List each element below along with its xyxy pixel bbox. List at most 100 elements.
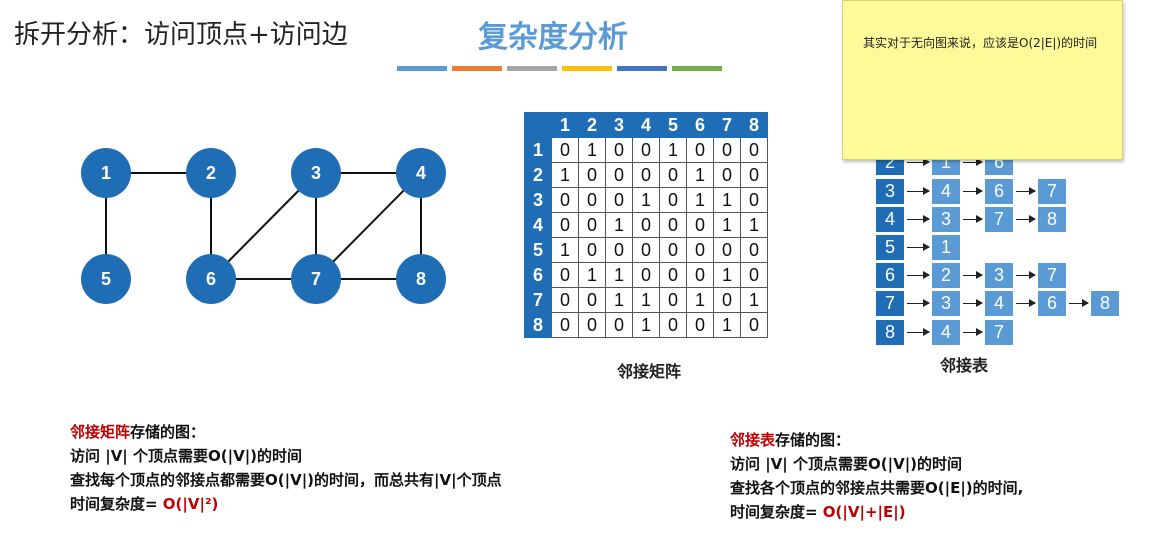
matrix-col-header: 3	[605, 112, 633, 138]
matrix-cell: 0	[686, 237, 714, 263]
adjacency-list-arrow	[907, 271, 930, 279]
matrix-cell: 0	[605, 312, 633, 338]
adjacency-list-arrow	[907, 158, 930, 166]
graph-node-label-8: 8	[416, 269, 426, 289]
list-note-title-red: 邻接表	[730, 431, 776, 449]
matrix-cell: 0	[632, 237, 660, 263]
adjacency-list-head: 3	[876, 179, 904, 204]
matrix-complexity-note: 邻接矩阵存储的图： 访问 |V| 个顶点需要O(|V|)的时间 查找每个顶点的邻…	[70, 420, 502, 516]
graph-node-3	[291, 148, 341, 198]
matrix-cell: 0	[605, 137, 633, 163]
adjacency-list-node: 3	[932, 291, 960, 316]
adjacency-list-node: 4	[932, 320, 960, 345]
graph-node-label-2: 2	[206, 163, 216, 183]
matrix-cell: 0	[713, 162, 741, 188]
matrix-cell: 1	[605, 212, 633, 238]
matrix-col-header: 4	[632, 112, 660, 138]
matrix-cell: 0	[551, 287, 579, 313]
matrix-corner	[524, 112, 552, 138]
matrix-cell: 0	[686, 312, 714, 338]
matrix-cell: 0	[740, 137, 768, 163]
matrix-cell: 0	[578, 212, 606, 238]
matrix-cell: 0	[713, 137, 741, 163]
matrix-cell: 1	[740, 212, 768, 238]
adjacency-list-node: 6	[985, 179, 1013, 204]
matrix-cell: 0	[686, 212, 714, 238]
adjacency-list-head: 4	[876, 207, 904, 232]
accent-bar-3	[507, 66, 557, 71]
matrix-cell: 1	[686, 162, 714, 188]
matrix-col-header: 1	[551, 112, 579, 138]
graph-node-5	[81, 254, 131, 304]
adjacency-list-node: 7	[985, 320, 1013, 345]
matrix-col-header: 7	[713, 112, 741, 138]
graph-node-label-3: 3	[311, 163, 321, 183]
matrix-cell: 0	[659, 237, 687, 263]
graph-node-label-5: 5	[101, 269, 111, 289]
matrix-note-complexity-label: 时间复杂度=	[70, 495, 163, 513]
adjacency-list-node: 7	[985, 207, 1013, 232]
adjacency-list-arrow	[907, 187, 930, 195]
matrix-cell: 0	[659, 262, 687, 288]
graph-node-8	[396, 254, 446, 304]
accent-bar-1	[397, 66, 447, 71]
slide-title: 复杂度分析	[478, 20, 628, 55]
matrix-cell: 1	[632, 287, 660, 313]
matrix-cell: 1	[713, 212, 741, 238]
adjacency-list-arrow	[1016, 271, 1036, 279]
matrix-note-complexity-value: O(|V|²)	[162, 495, 219, 513]
graph-node-label-4: 4	[416, 163, 426, 183]
matrix-cell: 0	[740, 162, 768, 188]
matrix-cell: 0	[551, 212, 579, 238]
matrix-note-line3: 时间复杂度= O(|V|²)	[70, 492, 502, 516]
matrix-cell: 1	[686, 287, 714, 313]
matrix-cell: 0	[659, 312, 687, 338]
matrix-cell: 0	[659, 162, 687, 188]
matrix-cell: 1	[686, 187, 714, 213]
adjacency-list-arrow	[1016, 299, 1036, 307]
matrix-cell: 0	[551, 137, 579, 163]
sticky-note[interactable]: 其实对于无向图来说，应该是O(2|E|)的时间	[842, 0, 1123, 160]
matrix-cell: 0	[632, 162, 660, 188]
matrix-row-header: 1	[524, 137, 552, 163]
matrix-row-header: 2	[524, 162, 552, 188]
matrix-cell: 0	[740, 237, 768, 263]
matrix-caption: 邻接矩阵	[617, 362, 682, 381]
graph-node-1	[81, 148, 131, 198]
matrix-cell: 0	[686, 262, 714, 288]
list-note-line2: 查找各个顶点的邻接点共需要O(|E|)的时间,	[730, 479, 1024, 497]
matrix-cell: 0	[578, 237, 606, 263]
matrix-cell: 0	[578, 312, 606, 338]
adjacency-list-arrow	[963, 328, 983, 336]
graph-node-7	[291, 254, 341, 304]
matrix-row-header: 3	[524, 187, 552, 213]
matrix-note-title-rest: 存储的图：	[130, 423, 206, 441]
matrix-cell: 1	[713, 312, 741, 338]
graph-node-6	[186, 254, 236, 304]
adjacency-list-arrow	[907, 215, 930, 223]
matrix-cell: 0	[659, 287, 687, 313]
adjacency-list-node: 7	[1038, 263, 1066, 288]
matrix-cell: 0	[740, 262, 768, 288]
matrix-cell: 1	[578, 262, 606, 288]
adjacency-list-node: 4	[985, 291, 1013, 316]
matrix-row-header: 8	[524, 312, 552, 338]
matrix-cell: 0	[632, 137, 660, 163]
adjacency-list-node: 7	[1038, 179, 1066, 204]
matrix-cell: 1	[659, 137, 687, 163]
adjacency-list-head: 8	[876, 320, 904, 345]
adjacency-list-arrow	[1016, 215, 1036, 223]
matrix-cell: 0	[713, 237, 741, 263]
list-note-title: 邻接表存储的图：	[730, 428, 1023, 452]
list-note-complexity-label: 时间复杂度=	[730, 503, 823, 521]
matrix-cell: 1	[578, 137, 606, 163]
